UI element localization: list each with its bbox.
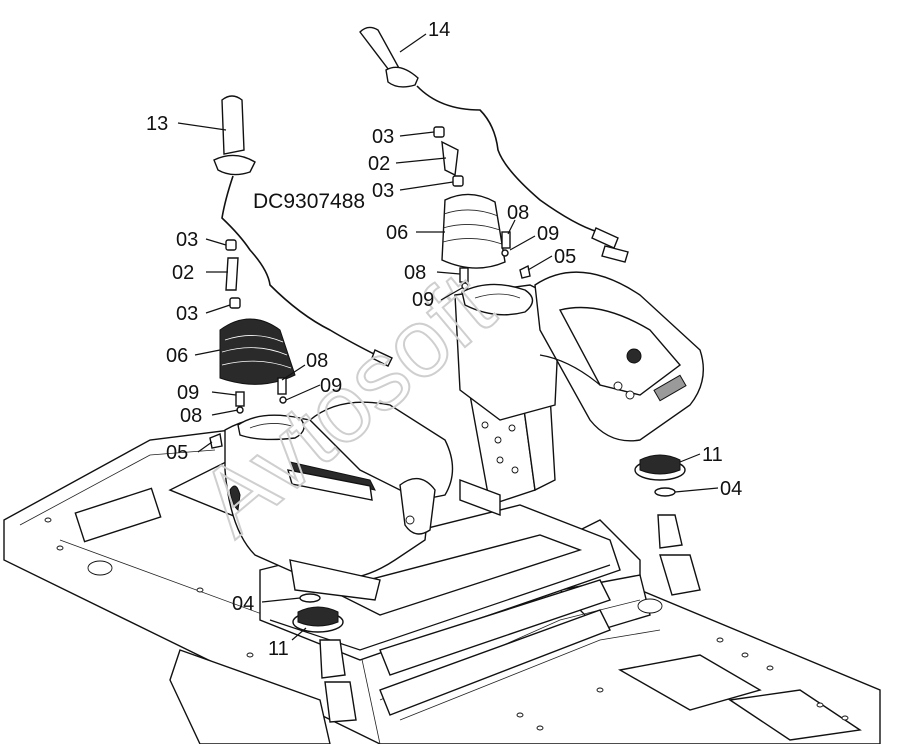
callout-09: 09 — [537, 223, 559, 245]
callout-09: 08 — [180, 405, 202, 427]
callout-03: 03 — [372, 180, 394, 202]
callout-04: 04 — [232, 593, 254, 615]
callout-03: 03 — [176, 303, 198, 325]
callout-09: 09 — [320, 375, 342, 397]
callout-08: 09 — [177, 382, 199, 404]
callout-04: 04 — [720, 478, 742, 500]
callout-05: 05 — [554, 246, 576, 268]
callout-14: 14 — [428, 19, 450, 41]
right-joystick-14 — [359, 26, 629, 263]
left-isolator-mount — [292, 593, 357, 723]
right-console — [454, 271, 704, 442]
callout-11: 11 — [268, 638, 289, 660]
right-boot-parts — [433, 126, 531, 290]
document-id: DC9307488 — [253, 190, 365, 213]
callout-08: 08 — [507, 202, 529, 224]
callout-13: 13 — [146, 113, 168, 135]
callout-03: 03 — [176, 229, 198, 251]
callout-06: 06 — [386, 222, 408, 244]
left-console — [224, 401, 454, 601]
callout-02: 02 — [368, 153, 390, 175]
callout-02: 02 — [172, 262, 194, 284]
right-isolator-mount — [634, 454, 701, 596]
callout-08: 08 — [306, 350, 328, 372]
left-boot-parts — [209, 239, 296, 449]
leader-lines — [177, 33, 719, 641]
callout-03: 03 — [372, 126, 394, 148]
callout-05: 05 — [166, 442, 188, 464]
callout-labels: 14 13 03 02 03 06 08 09 05 08 09 03 02 0… — [146, 19, 742, 660]
seat-rail-frame — [259, 504, 621, 716]
callout-09: 09 — [412, 289, 434, 311]
callout-08: 08 — [404, 262, 426, 284]
left-joystick-13 — [213, 95, 393, 367]
callout-06: 06 — [166, 345, 188, 367]
callout-11: 11 — [702, 444, 723, 466]
